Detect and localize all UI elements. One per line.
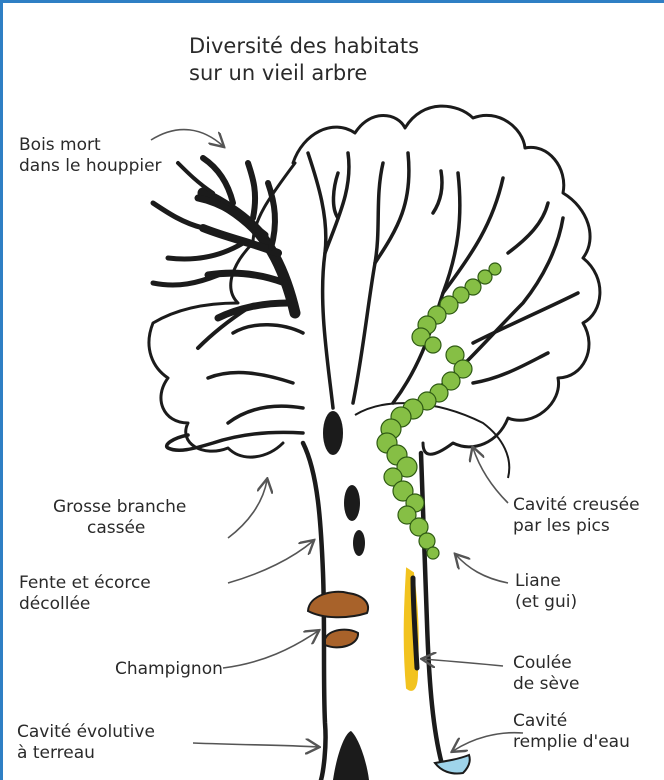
title-line-2: sur un vieil arbre: [189, 60, 419, 87]
label-water-cavity: Cavité remplie d'eau: [513, 711, 630, 753]
label-sap-flow: Coulée de sève: [513, 653, 580, 695]
label-dead-wood: Bois mort dans le houppier: [19, 135, 162, 177]
label-fungus: Champignon: [115, 659, 223, 680]
label-ivy: Liane (et gui): [515, 571, 577, 613]
woodpecker-cavities: [323, 411, 365, 556]
label-line: Grosse branche: [53, 497, 186, 518]
fungus: [308, 592, 368, 648]
label-line: décollée: [19, 594, 151, 615]
label-line: par les pics: [513, 516, 640, 537]
label-line: à terreau: [17, 743, 155, 764]
label-woodpecker-cavity: Cavité creusée par les pics: [513, 495, 640, 537]
label-line: Bois mort: [19, 135, 162, 156]
rot-cavity: [333, 731, 369, 780]
ivy: [377, 263, 501, 559]
label-line: dans le houppier: [19, 156, 162, 177]
label-line: de sève: [513, 674, 580, 695]
dead-wood: [153, 158, 295, 348]
label-rot-cavity: Cavité évolutive à terreau: [17, 722, 155, 764]
tree-crown: [149, 106, 600, 457]
label-line: Fente et écorce: [19, 573, 151, 594]
label-line: Liane: [515, 571, 577, 592]
label-crack-bark: Fente et écorce décollée: [19, 573, 151, 615]
label-line: (et gui): [515, 592, 577, 613]
label-line: Cavité: [513, 711, 630, 732]
crown-branches: [208, 153, 578, 423]
title-line-1: Diversité des habitats: [189, 33, 419, 60]
label-line: remplie d'eau: [513, 732, 630, 753]
diagram-title: Diversité des habitats sur un vieil arbr…: [189, 33, 419, 87]
label-line: cassée: [53, 518, 186, 539]
label-broken-branch: Grosse branche cassée: [53, 497, 186, 539]
label-line: Cavité creusée: [513, 495, 640, 516]
label-line: Coulée: [513, 653, 580, 674]
label-line: Cavité évolutive: [17, 722, 155, 743]
label-line: Champignon: [115, 659, 223, 680]
